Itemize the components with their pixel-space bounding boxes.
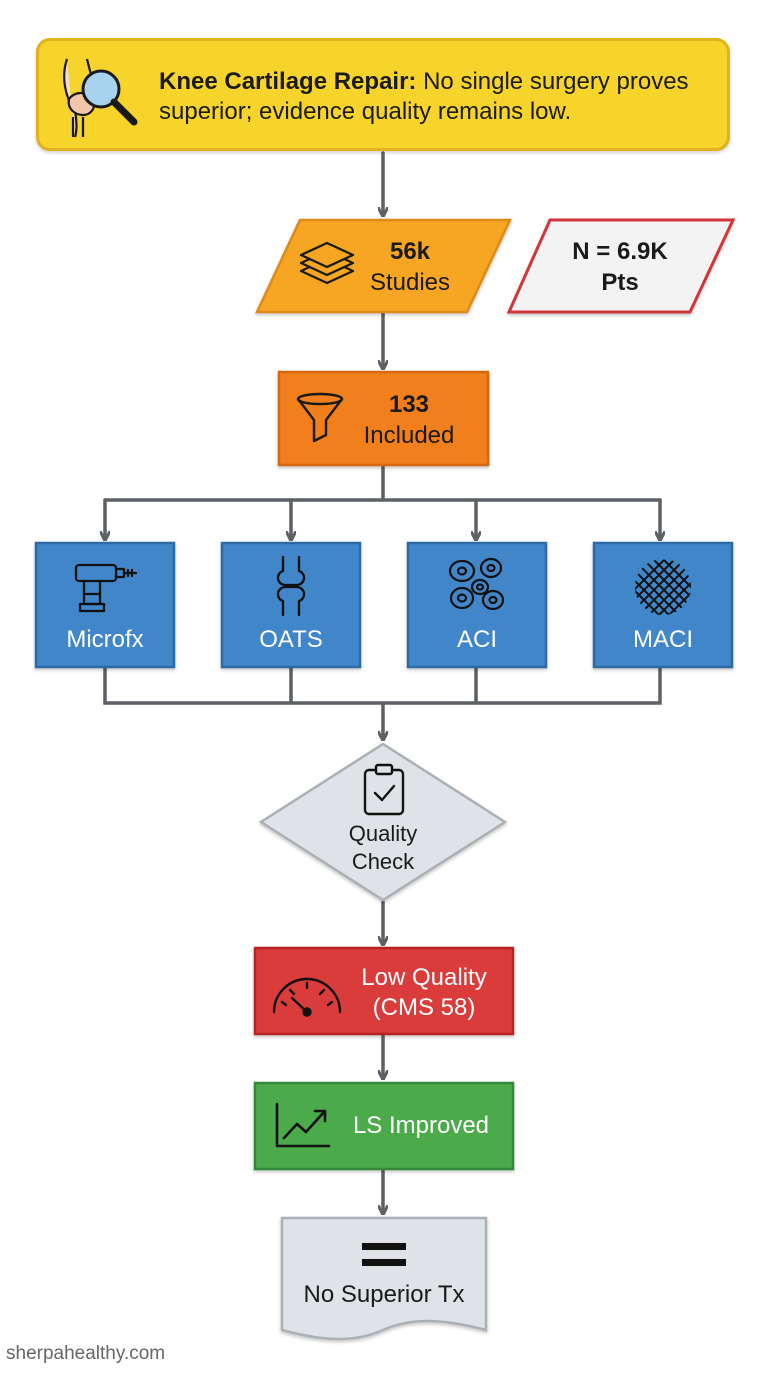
- conclusion-label: No Superior Tx: [303, 1281, 465, 1308]
- studies-node: [255, 218, 512, 314]
- knee-magnifier-icon: [63, 58, 138, 138]
- maci-node: [592, 541, 734, 669]
- quality-check-line1: Quality: [348, 821, 418, 846]
- included-label: Included: [363, 422, 455, 449]
- conclusion-node: [280, 1216, 488, 1341]
- quality-check-node: [258, 742, 508, 902]
- quality-check-line2: Check: [351, 849, 415, 874]
- summary-banner: Knee Cartilage Repair: No single surgery…: [36, 38, 730, 151]
- low-quality-line2: (CMS 58): [372, 994, 476, 1021]
- studies-label: Studies: [369, 269, 451, 296]
- drill-icon: [74, 563, 138, 613]
- gauge-icon: [272, 977, 342, 1017]
- studies-count: 56k: [389, 238, 431, 265]
- summary-title: Knee Cartilage Repair:: [159, 68, 417, 95]
- patients-node: [506, 218, 736, 314]
- connector-merge-bar: [103, 666, 662, 705]
- layers-icon: [299, 241, 355, 285]
- oats-label: OATS: [259, 626, 323, 653]
- cells-icon: [448, 557, 505, 611]
- patients-line1: N = 6.9K: [572, 238, 668, 265]
- ls-improved-label: LS Improved: [352, 1112, 490, 1139]
- equals-icon: [362, 1243, 406, 1266]
- clipboard-check-icon: [363, 763, 405, 816]
- connectors: [103, 151, 662, 1211]
- funnel-icon: [296, 392, 344, 443]
- mesh-icon: [635, 559, 691, 615]
- summary-body: No single surgery proves superior; evide…: [159, 68, 689, 125]
- low-quality-node: [253, 946, 515, 1036]
- microfx-label: Microfx: [66, 626, 144, 653]
- oats-node: [220, 541, 362, 669]
- summary-text: Knee Cartilage Repair: No single surgery…: [159, 67, 724, 127]
- maci-label: MACI: [633, 626, 693, 653]
- low-quality-line1: Low Quality: [361, 964, 487, 991]
- patients-line2: Pts: [601, 269, 639, 296]
- trend-up-icon: [275, 1102, 331, 1148]
- aci-label: ACI: [456, 626, 497, 653]
- watermark: sherpahealthy.com: [6, 1343, 166, 1364]
- aci-node: [406, 541, 548, 669]
- included-count: 133: [388, 391, 430, 418]
- bone-joint-icon: [276, 555, 306, 617]
